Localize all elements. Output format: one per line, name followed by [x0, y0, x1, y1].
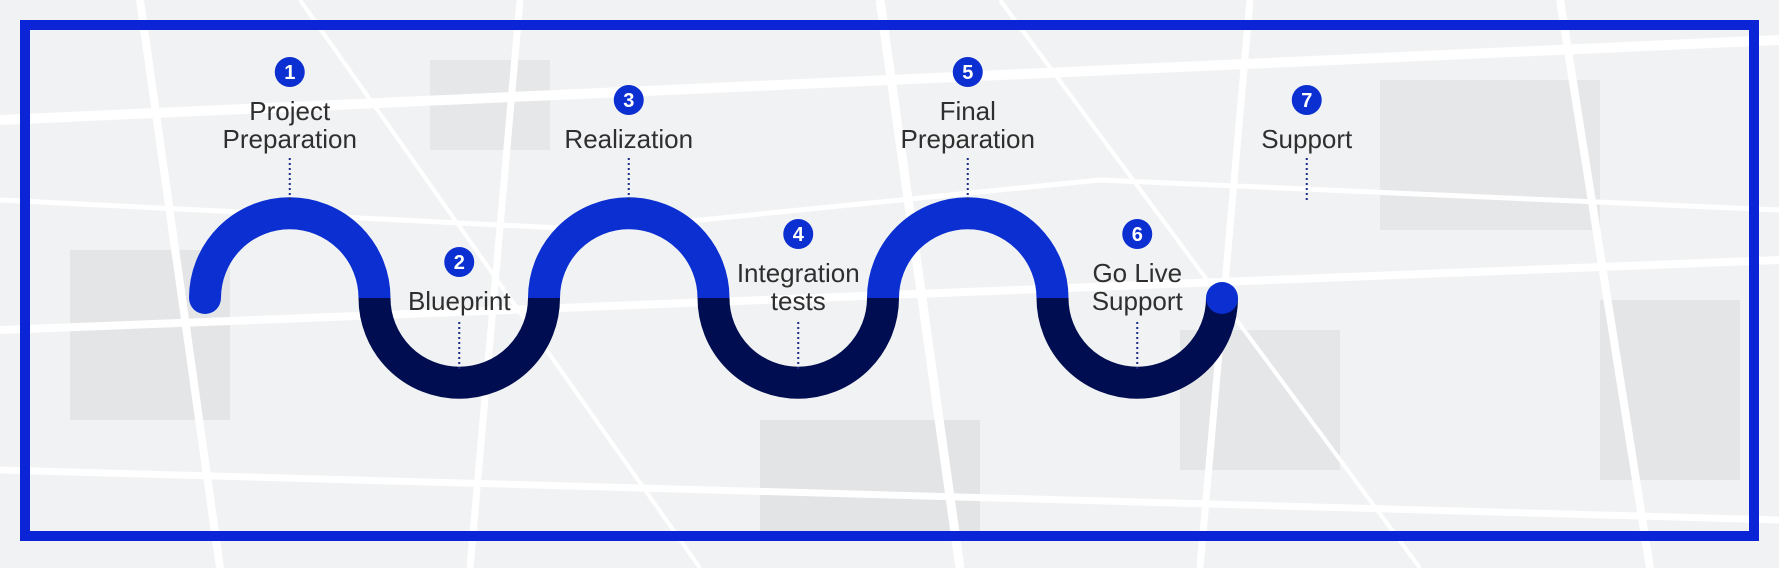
step-labels: ProjectPreparationBlueprintRealizationIn…	[223, 96, 1354, 316]
wave-arch-bottom	[697, 297, 899, 399]
step-badge-1: 1	[274, 57, 305, 87]
step-number: 4	[793, 224, 805, 246]
wave-path	[189, 197, 1238, 399]
step-badge-circle	[783, 219, 814, 249]
step-label-2-line-1: Blueprint	[408, 286, 511, 316]
step-badge-5: 5	[952, 57, 983, 87]
connector-lines	[288, 158, 1308, 372]
wave-start-cap	[189, 282, 221, 314]
step-label-4-line-1: Integration	[737, 258, 860, 288]
step-label-7-line-1: Support	[1261, 124, 1353, 154]
step-badge-4: 4	[783, 219, 814, 249]
step-number: 3	[623, 90, 634, 112]
wave-arch-top	[528, 197, 730, 299]
step-label-1-line-2: Preparation	[223, 124, 357, 154]
step-badge-circle	[444, 247, 475, 277]
step-number: 5	[962, 62, 973, 84]
step-label-5-line-2: Preparation	[901, 124, 1035, 154]
step-badge-circle	[952, 57, 983, 87]
wave-arch-bottom	[1036, 297, 1238, 399]
step-badge-7: 7	[1291, 85, 1322, 115]
step-label-5-line-1: Final	[940, 96, 996, 126]
step-badge-6: 6	[1122, 219, 1153, 249]
step-label-1-line-1: Project	[249, 96, 331, 126]
step-number: 7	[1301, 90, 1312, 112]
wave-arch-top	[867, 197, 1069, 299]
wave-arch-bottom	[358, 297, 560, 399]
step-badge-circle	[613, 85, 644, 115]
step-number: 2	[454, 252, 465, 274]
frame-border	[20, 20, 1759, 541]
wave-arch-top	[189, 197, 391, 299]
step-label-3-line-1: Realization	[564, 124, 693, 154]
step-badge-circle	[1291, 85, 1322, 115]
step-badges: 1 2 3 4 5 6 7	[274, 57, 1322, 277]
step-badge-circle	[1122, 219, 1153, 249]
step-label-4-line-2: tests	[771, 286, 826, 316]
step-label-6-line-1: Go Live	[1092, 258, 1182, 288]
step-number: 1	[284, 62, 295, 84]
step-badge-circle	[274, 57, 305, 87]
step-badge-3: 3	[613, 85, 644, 115]
step-label-6-line-2: Support	[1092, 286, 1184, 316]
wave-end-cap	[1206, 282, 1238, 314]
step-number: 6	[1132, 224, 1143, 246]
step-badge-2: 2	[444, 247, 475, 277]
